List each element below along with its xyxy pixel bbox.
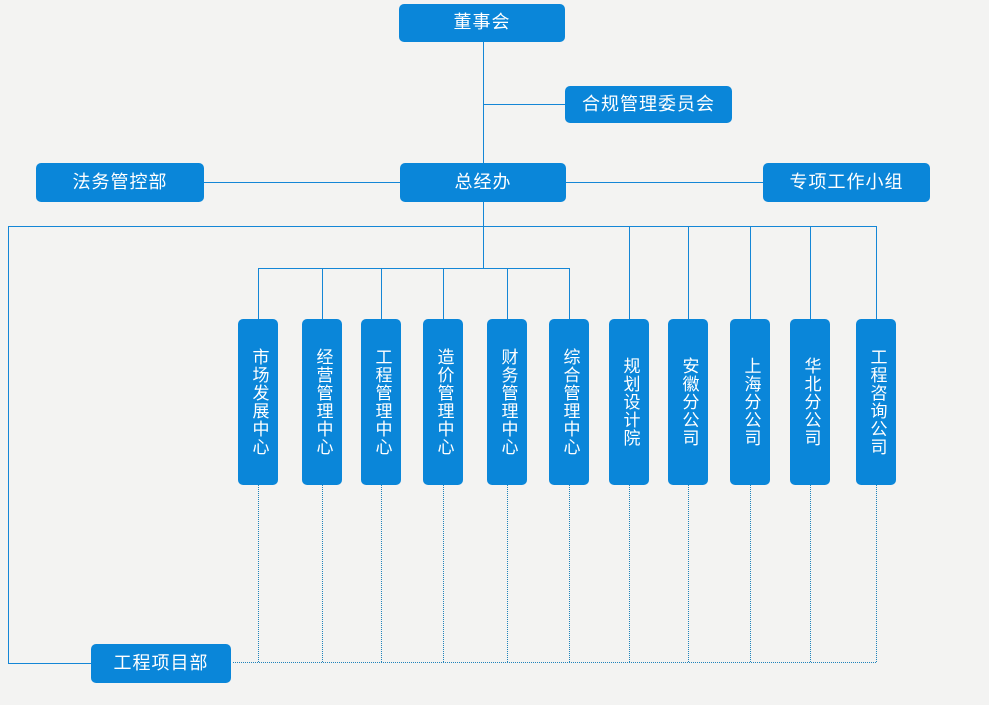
dotted-drop-dept-8 xyxy=(688,485,689,662)
department-label: 财务管理中心 xyxy=(497,348,518,456)
org-node-legal-control-dept: 法务管控部 xyxy=(36,163,204,202)
compliance-committee-label: 合规管理委员会 xyxy=(582,93,715,115)
org-node-department-2: 经营管理中心 xyxy=(302,319,342,485)
connector-drop-dept-5 xyxy=(507,268,508,319)
connector-legal-to-gm xyxy=(204,182,400,183)
dotted-drop-dept-6 xyxy=(569,485,570,662)
connector-to-committee xyxy=(483,104,565,105)
project-dept-label: 工程项目部 xyxy=(113,652,209,674)
special-task-group-label: 专项工作小组 xyxy=(789,171,904,193)
dotted-drop-dept-7 xyxy=(629,485,630,662)
department-label: 规划设计院 xyxy=(619,357,640,447)
connector-drop-dept-1 xyxy=(258,268,259,319)
org-node-department-10: 华北分公司 xyxy=(790,319,830,485)
org-node-department-6: 综合管理中心 xyxy=(549,319,589,485)
department-label: 安徽分公司 xyxy=(678,357,699,447)
org-node-department-5: 财务管理中心 xyxy=(487,319,527,485)
connector-to-project-dept xyxy=(8,663,91,664)
department-label: 工程管理中心 xyxy=(371,348,392,456)
board-label: 董事会 xyxy=(453,12,511,33)
department-label: 经营管理中心 xyxy=(312,348,333,456)
org-node-special-task-group: 专项工作小组 xyxy=(763,163,930,202)
dotted-bottom-rail xyxy=(233,662,876,663)
dotted-drop-dept-2 xyxy=(322,485,323,662)
dotted-drop-dept-10 xyxy=(810,485,811,662)
connector-gm-to-taskforce xyxy=(566,182,763,183)
connector-board-to-gm xyxy=(483,42,484,163)
connector-drop-dept-3 xyxy=(381,268,382,319)
dotted-drop-dept-9 xyxy=(750,485,751,662)
department-label: 造价管理中心 xyxy=(433,348,454,456)
connector-drop-dept-8 xyxy=(688,226,689,319)
dotted-drop-dept-4 xyxy=(443,485,444,662)
connector-top-rail xyxy=(8,226,876,227)
general-manager-office-label: 总经办 xyxy=(454,171,512,193)
org-node-board: 董事会 xyxy=(399,4,565,42)
org-node-department-4: 造价管理中心 xyxy=(423,319,463,485)
connector-drop-dept-9 xyxy=(750,226,751,319)
org-node-general-manager-office: 总经办 xyxy=(400,163,566,202)
dotted-drop-dept-5 xyxy=(507,485,508,662)
dotted-drop-dept-3 xyxy=(381,485,382,662)
dotted-drop-dept-1 xyxy=(258,485,259,662)
legal-control-dept-label: 法务管控部 xyxy=(72,171,168,193)
connector-drop-dept-7 xyxy=(629,226,630,319)
connector-gm-down xyxy=(483,202,484,268)
dotted-drop-dept-11 xyxy=(876,485,877,662)
department-label: 华北分公司 xyxy=(800,357,821,447)
org-node-project-dept: 工程项目部 xyxy=(91,644,231,683)
org-node-department-7: 规划设计院 xyxy=(609,319,649,485)
org-node-department-11: 工程咨询公司 xyxy=(856,319,896,485)
department-label: 上海分公司 xyxy=(740,357,761,447)
org-node-compliance-committee: 合规管理委员会 xyxy=(565,86,732,123)
department-label: 市场发展中心 xyxy=(248,348,269,456)
connector-drop-dept-10 xyxy=(810,226,811,319)
connector-center-rail xyxy=(258,268,569,269)
connector-drop-dept-6 xyxy=(569,268,570,319)
department-label: 工程咨询公司 xyxy=(866,348,887,456)
org-node-department-9: 上海分公司 xyxy=(730,319,770,485)
department-label: 综合管理中心 xyxy=(559,348,580,456)
org-node-department-1: 市场发展中心 xyxy=(238,319,278,485)
connector-left-rail xyxy=(8,226,9,663)
org-node-department-3: 工程管理中心 xyxy=(361,319,401,485)
connector-drop-dept-4 xyxy=(443,268,444,319)
org-node-department-8: 安徽分公司 xyxy=(668,319,708,485)
connector-drop-dept-11 xyxy=(876,226,877,319)
connector-drop-dept-2 xyxy=(322,268,323,319)
